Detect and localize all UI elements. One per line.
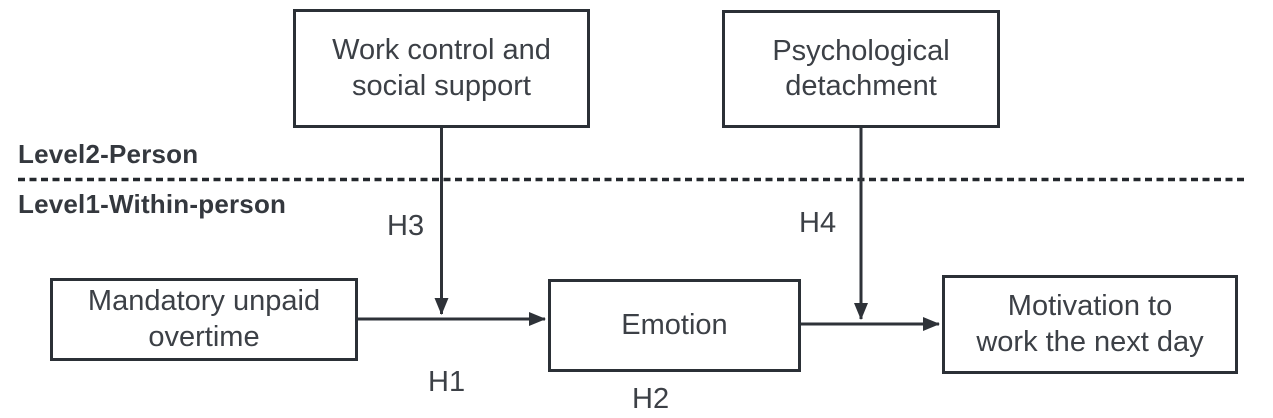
node-emotion: Emotion [548,279,801,372]
h4-label: H4 [799,207,837,239]
h2-label: H2 [632,383,670,415]
h3-label: H3 [387,210,425,242]
level1-label: Level1-Within-person [18,189,287,219]
node-work-control-label: Work control and social support [332,34,551,102]
node-mandatory-overtime-label: Mandatory unpaid overtime [87,285,321,353]
node-motivation: Motivation to work the next day [942,275,1238,374]
node-emotion-label: Emotion [621,308,728,341]
node-motivation-label: Motivation to work the next day [976,290,1204,358]
node-psychological-detachment-label: Psychological detachment [772,34,950,102]
node-work-control: Work control and social support [293,9,590,128]
node-psychological-detachment: Psychological detachment [722,10,1000,128]
h1-label: H1 [428,366,466,398]
node-mandatory-overtime: Mandatory unpaid overtime [50,278,358,361]
level2-label: Level2-Person [18,139,199,169]
